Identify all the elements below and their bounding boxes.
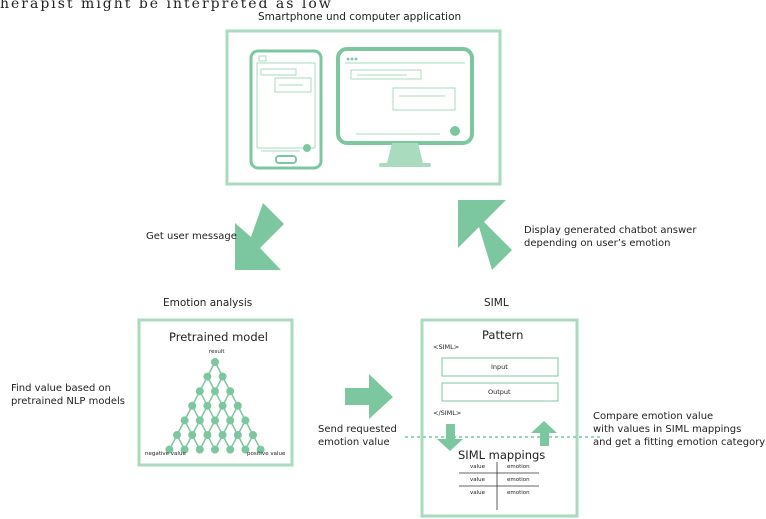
network-node (233, 431, 242, 439)
network-node (233, 401, 242, 410)
emotion-side-text-1: Find value based on (11, 383, 111, 394)
network-node (165, 445, 174, 454)
siml-open-tag: <SIML> (433, 343, 460, 351)
device-frame (225, 29, 502, 186)
network-node (218, 401, 227, 410)
network-node (226, 416, 235, 425)
get-message-label: Get user message (146, 231, 237, 242)
network-node (195, 387, 204, 396)
up-arrow-icon (531, 421, 557, 446)
mapping-table-lines (459, 462, 539, 510)
network-node (226, 387, 235, 396)
emotion-analysis-title: Emotion analysis (163, 297, 253, 309)
network-node (211, 445, 219, 454)
mapping-emotion: emotion (507, 464, 530, 470)
network-nodes (165, 358, 265, 454)
mapping-value: value (470, 464, 486, 470)
display-answer-label-1: Display generated chatbot answer (524, 225, 697, 236)
send-value-label-2: emotion value (318, 437, 390, 448)
network-node (180, 416, 189, 425)
arrow-display-answer (458, 200, 512, 270)
arrow-get-message (235, 203, 284, 270)
arrow-send-value (345, 374, 393, 419)
network-node (218, 431, 227, 439)
network-node (203, 372, 212, 381)
send-value-label-1: Send requested (318, 424, 397, 435)
network-node (203, 401, 212, 410)
network-node (241, 416, 250, 425)
output-label: Output (488, 388, 511, 396)
network-node (211, 358, 219, 366)
siml-title: SIML (484, 297, 509, 309)
network-node (180, 445, 189, 454)
emotion-side-text-2: pretrained NLP models (11, 396, 125, 407)
display-answer-label-2: depending on user’s emotion (524, 238, 671, 249)
compare-text-2: with values in SIML mappings (593, 424, 742, 435)
down-arrow-icon (437, 424, 463, 451)
network-node (226, 445, 235, 454)
network-node (211, 387, 219, 396)
phone-icon (249, 49, 323, 170)
compare-text-3: and get a fitting emotion category (593, 437, 766, 448)
network-node (249, 431, 257, 439)
network-node (203, 431, 212, 439)
result-label: result (209, 349, 225, 355)
network-node (241, 445, 250, 454)
mapping-value: value (470, 477, 486, 483)
mapping-emotion: emotion (507, 490, 530, 496)
network-node (195, 416, 204, 425)
mapping-value: value (470, 490, 486, 496)
mapping-emotion: emotion (507, 477, 530, 483)
network-node (188, 401, 197, 410)
network-node (256, 445, 265, 454)
compare-text-1: Compare emotion value (593, 411, 714, 422)
network-node (173, 431, 181, 439)
network-node (218, 372, 227, 381)
negative-value-label: negative value (145, 451, 186, 457)
pretrained-model-title: Pretrained model (169, 330, 268, 344)
network-node (211, 416, 219, 425)
siml-mappings-title: SIML mappings (458, 448, 546, 462)
positive-value-label: positive value (247, 451, 286, 457)
monitor-icon (336, 47, 474, 167)
top-text-fragment: herapist might be interpreted as low (0, 0, 333, 12)
network-node (195, 445, 204, 454)
network-node (188, 431, 197, 439)
input-label: Input (491, 363, 508, 371)
pattern-title: Pattern (482, 328, 524, 342)
siml-close-tag: </SIML> (433, 409, 462, 417)
device-section-title: Smartphone und computer application (258, 11, 462, 23)
